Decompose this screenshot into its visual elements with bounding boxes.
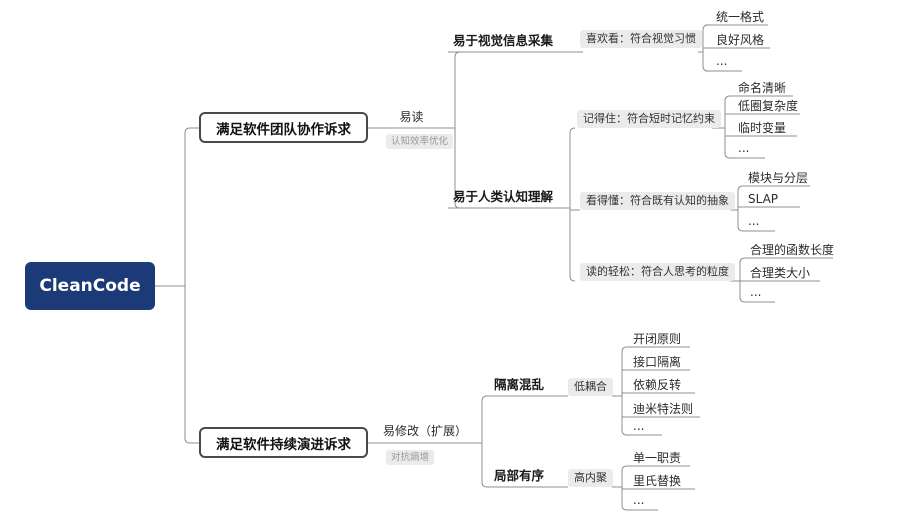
node-isolate-chaos[interactable]: 隔离混乱 [494, 377, 545, 392]
leaf-temp-variables[interactable]: 临时变量 [738, 121, 787, 135]
node-readable[interactable]: 易读 [399, 110, 424, 124]
connector-root-branches [155, 127, 199, 444]
connector-cognition-trunk [448, 127, 580, 282]
node-human-cognition[interactable]: 易于人类认知理解 [453, 189, 554, 204]
leaf-order-more[interactable]: ... [633, 493, 645, 507]
leaf-reasonable-class-size[interactable]: 合理类大小 [750, 266, 811, 280]
connector-isolation-group [487, 346, 700, 436]
leaf-remember-more[interactable]: ... [738, 141, 750, 155]
connector-order-group [487, 465, 695, 511]
leaf-open-closed[interactable]: 开闭原则 [633, 332, 682, 346]
leaf-visual-more[interactable]: ... [716, 54, 728, 68]
badge-anti-entropy[interactable]: 对抗熵增 [386, 450, 435, 465]
connector-relaxed-group [730, 257, 833, 303]
connector-visual-group [448, 24, 770, 72]
node-modifiable[interactable]: 易修改（扩展） [382, 424, 467, 438]
leaf-isolation-more[interactable]: ... [633, 419, 645, 433]
leaf-reasonable-function-length[interactable]: 合理的函数长度 [750, 243, 835, 257]
leaf-law-of-demeter[interactable]: 迪米特法则 [633, 402, 694, 416]
branch-continuous-evolution[interactable]: 满足软件持续演进诉求 [199, 427, 368, 458]
leaf-liskov-substitution[interactable]: 里氏替换 [633, 474, 682, 488]
connector-understand-group [730, 185, 810, 232]
connector-remember-group [712, 95, 800, 159]
leaf-slap[interactable]: SLAP [748, 192, 779, 206]
connector-team-trunk [368, 51, 461, 209]
leaf-modules-layers[interactable]: 模块与分层 [748, 171, 809, 185]
leaf-clear-naming[interactable]: 命名清晰 [738, 81, 787, 95]
badge-understand[interactable]: 看得懂：符合既有认知的抽象 [580, 192, 735, 210]
leaf-good-style[interactable]: 良好风格 [716, 33, 765, 47]
leaf-relaxed-more[interactable]: ... [750, 285, 762, 299]
leaf-dependency-inversion[interactable]: 依赖反转 [633, 378, 682, 392]
badge-high-cohesion[interactable]: 高内聚 [568, 469, 613, 487]
root-node[interactable]: CleanCode [25, 262, 155, 310]
leaf-low-cyclomatic-complexity[interactable]: 低圈复杂度 [738, 99, 799, 113]
leaf-single-responsibility[interactable]: 单一职责 [633, 451, 682, 465]
node-local-order[interactable]: 局部有序 [494, 468, 545, 483]
node-visual-info[interactable]: 易于视觉信息采集 [453, 33, 554, 48]
connector-evolution-trunk [368, 395, 488, 488]
badge-easy-reading[interactable]: 读的轻松：符合人思考的粒度 [580, 263, 735, 281]
badge-low-coupling[interactable]: 低耦合 [568, 378, 613, 396]
badge-cognitive-efficiency[interactable]: 认知效率优化 [386, 134, 454, 149]
badge-likes-to-look[interactable]: 喜欢看：符合视觉习惯 [580, 30, 702, 48]
branch-team-collaboration[interactable]: 满足软件团队协作诉求 [199, 112, 368, 143]
leaf-interface-segregation[interactable]: 接口隔离 [633, 355, 682, 369]
leaf-unified-format[interactable]: 统一格式 [716, 10, 765, 24]
badge-remember[interactable]: 记得住：符合短时记忆约束 [577, 110, 721, 128]
leaf-understand-more[interactable]: ... [748, 214, 760, 228]
